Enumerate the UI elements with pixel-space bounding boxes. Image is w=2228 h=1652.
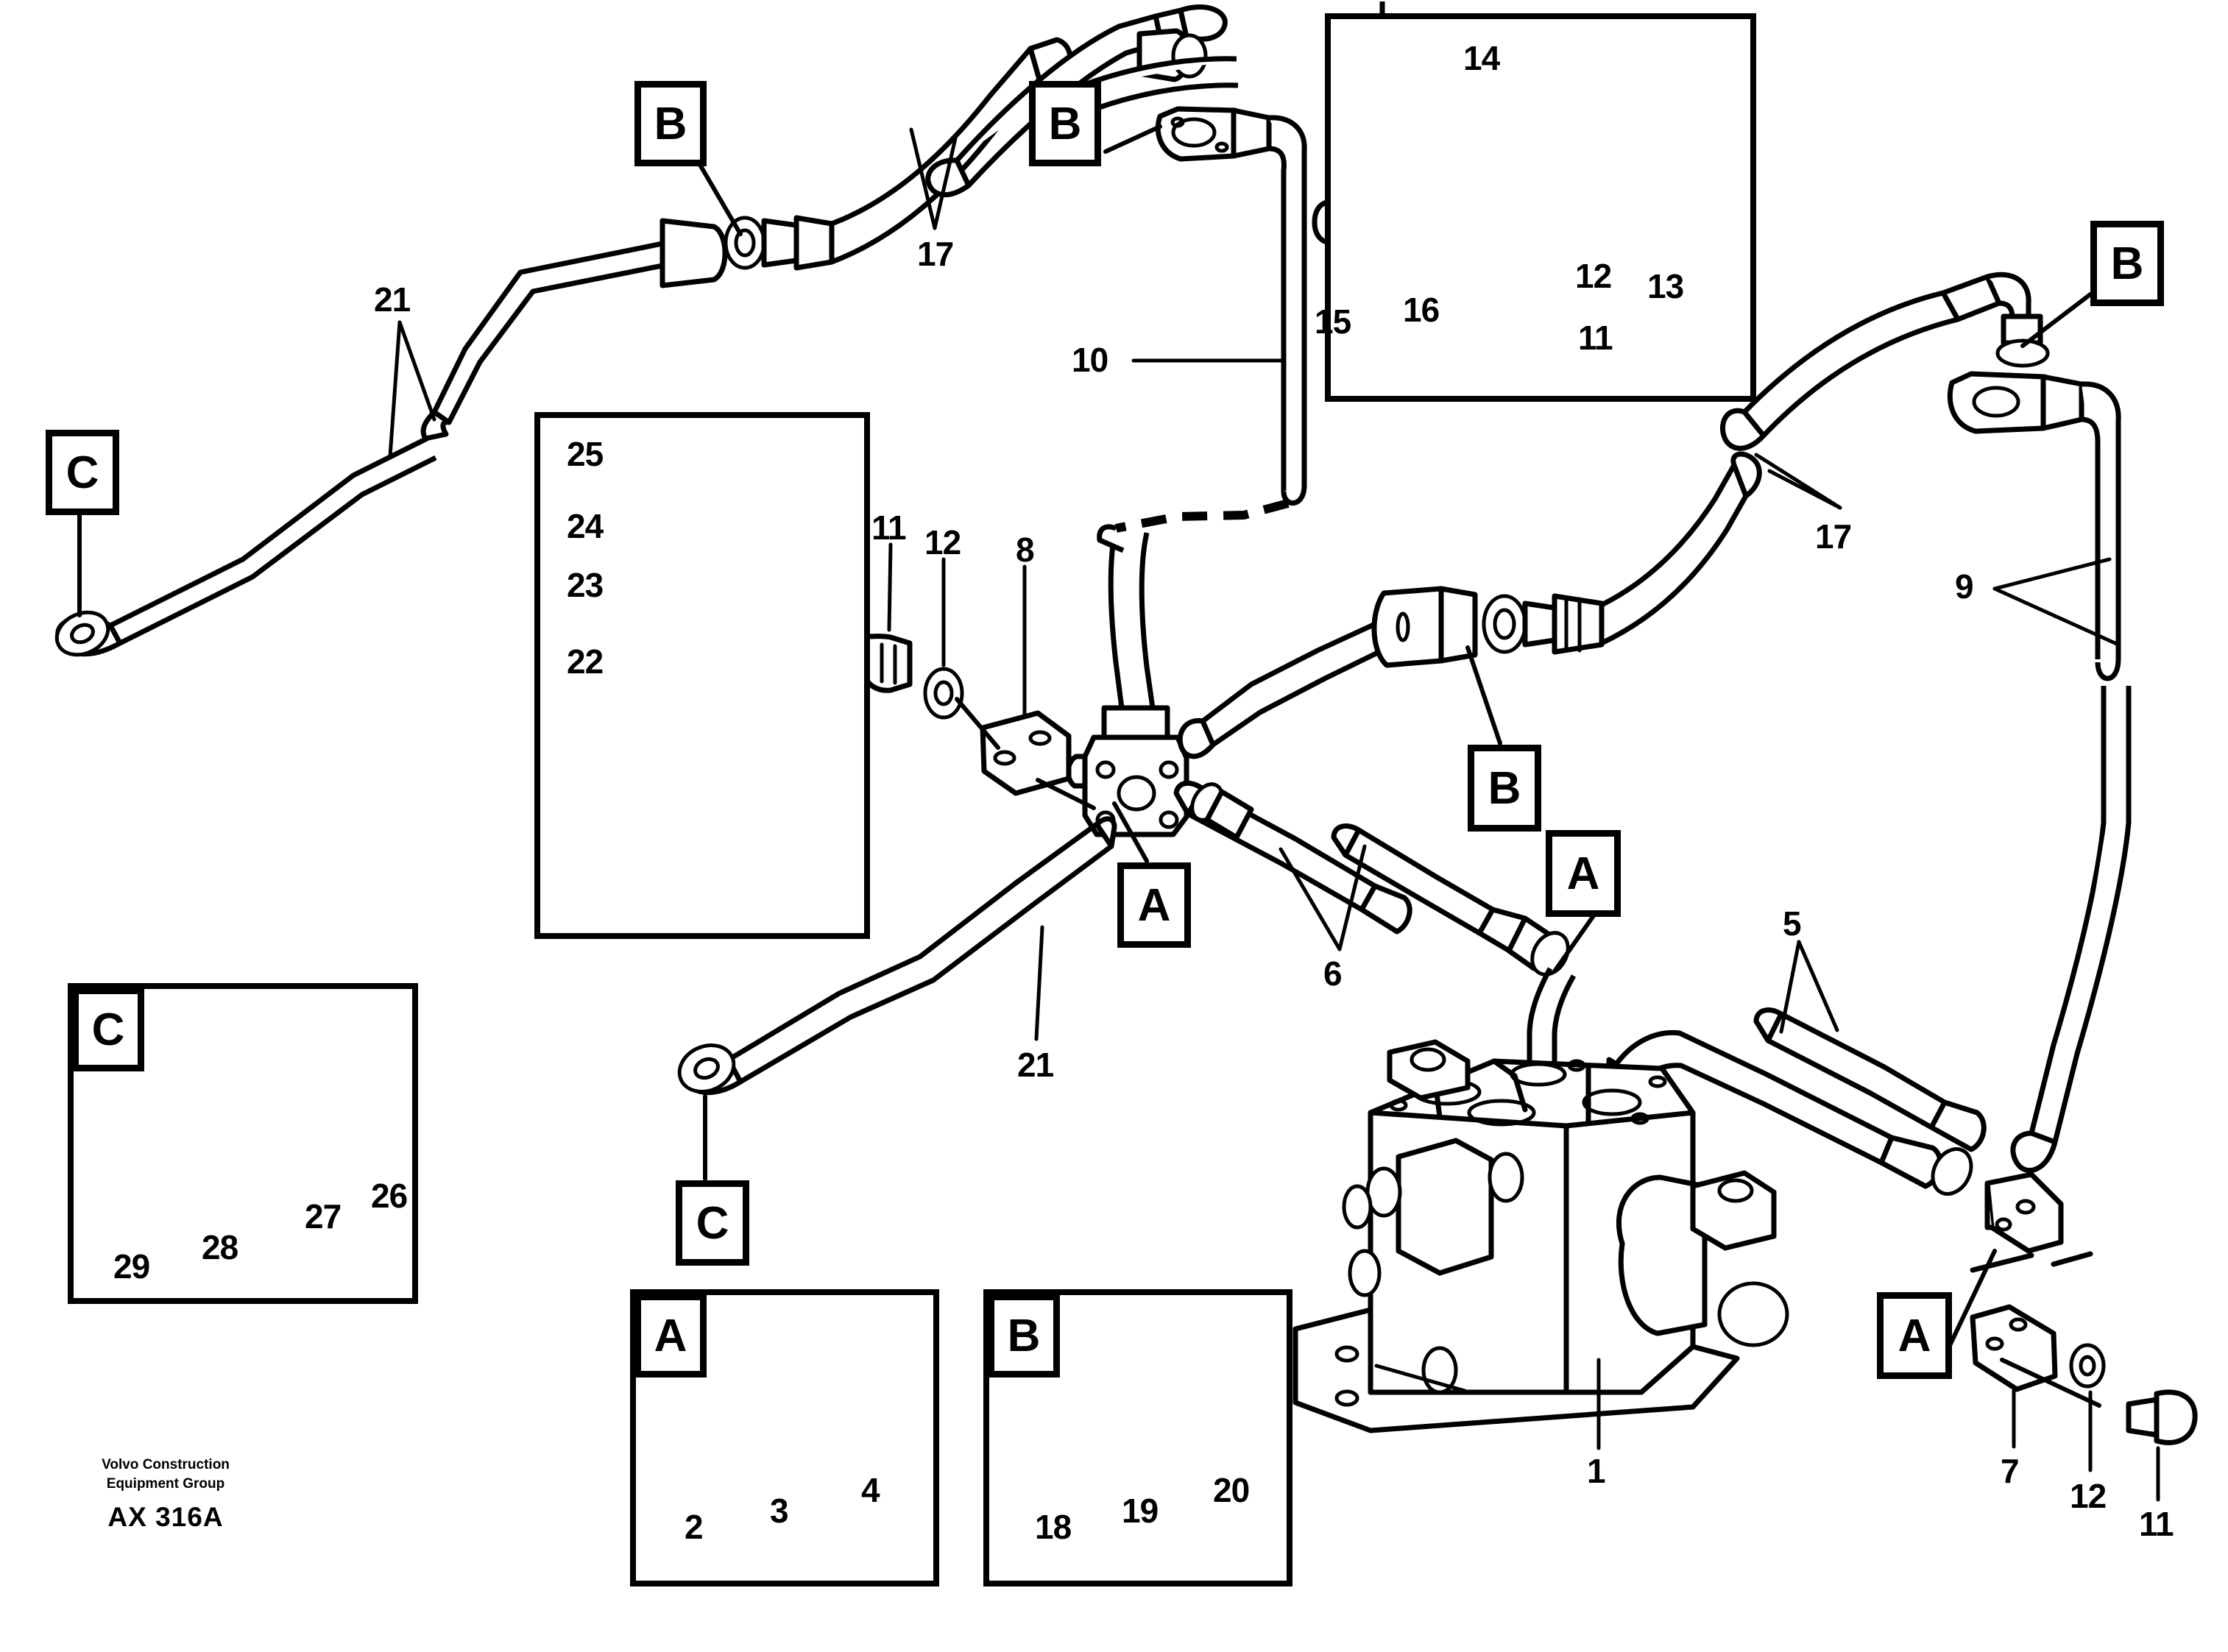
part-label-27: 27 <box>305 1197 342 1236</box>
callout-b-right-upper[interactable]: B <box>2090 221 2164 306</box>
part-label-13: 13 <box>1647 267 1684 305</box>
hose-6b <box>1331 823 1570 976</box>
part-label-25: 25 <box>567 435 604 473</box>
part-label-12-right: 12 <box>2070 1477 2107 1515</box>
c-detail-box <box>68 983 418 1304</box>
part-label-6: 6 <box>1323 954 1343 993</box>
flange-coupling-upper-left <box>659 215 835 288</box>
part-label-11-bracket-box: 11 <box>1578 319 1613 357</box>
part-label-12-bracket-box: 12 <box>1575 257 1612 295</box>
part-label-20: 20 <box>1213 1471 1250 1509</box>
hose-17-right <box>1720 272 2050 451</box>
callout-b-in-detail-box[interactable]: B <box>988 1294 1060 1378</box>
part-label-26: 26 <box>371 1177 408 1215</box>
clamp-detail-box <box>534 412 870 939</box>
part-label-21-top: 21 <box>374 280 411 319</box>
flange-top-center <box>1155 106 1307 199</box>
callout-a-in-detail-box[interactable]: A <box>634 1294 707 1378</box>
footer-block: Volvo Construction Equipment Group AX 31… <box>44 1456 287 1533</box>
part-label-9: 9 <box>1955 567 1974 606</box>
flange-pipe-9 <box>1947 371 2132 1173</box>
part-label-11-center: 11 <box>871 508 907 547</box>
pipe-10 <box>1281 174 1307 506</box>
drawing-code: AX 316A <box>107 1502 224 1533</box>
hose-6 <box>1173 780 1412 935</box>
part-label-29: 29 <box>113 1247 150 1286</box>
part-label-7: 7 <box>2001 1452 2020 1490</box>
leader-lines <box>388 127 2160 1502</box>
part-label-15: 15 <box>1315 302 1351 341</box>
part-label-4: 4 <box>861 1471 880 1509</box>
callout-b-top-left[interactable]: B <box>634 81 707 166</box>
part-label-14: 14 <box>1463 39 1500 77</box>
callout-a-center[interactable]: A <box>1117 862 1191 948</box>
swivel-block-center <box>1065 524 1189 837</box>
bracket-7 <box>1970 1171 2198 1445</box>
part-label-22: 22 <box>567 642 604 681</box>
hose-5b <box>1753 1007 1987 1152</box>
callout-b-mid-right[interactable]: B <box>1468 745 1541 832</box>
valve-block-1 <box>1292 1039 1789 1433</box>
pipe-21-upper <box>420 240 710 442</box>
bracket-detail-box <box>1325 13 1756 402</box>
part-label-28: 28 <box>202 1228 238 1266</box>
pipe-10-dashed-route <box>1114 499 1290 533</box>
part-label-12-center: 12 <box>924 523 961 561</box>
part-label-10: 10 <box>1072 341 1108 379</box>
callout-c-in-detail-box[interactable]: C <box>72 988 144 1071</box>
brand-line-2: Equipment Group <box>106 1475 225 1492</box>
part-label-3: 3 <box>770 1492 789 1530</box>
callout-a-mid-right[interactable]: A <box>1546 830 1621 917</box>
brand-line-1: Volvo Construction <box>102 1457 230 1472</box>
part-label-17-top: 17 <box>917 235 954 273</box>
part-label-8: 8 <box>1016 531 1035 569</box>
callout-b-top-center[interactable]: B <box>1029 81 1101 166</box>
hose-17-mid <box>1600 451 1762 646</box>
pipe-21-to-c <box>54 436 437 657</box>
part-label-21-lower: 21 <box>1017 1046 1054 1084</box>
part-label-11-right: 11 <box>2139 1505 2174 1543</box>
callout-c-lower-center[interactable]: C <box>676 1180 749 1266</box>
part-label-17-right: 17 <box>1815 517 1852 556</box>
callout-a-lower-right[interactable]: A <box>1877 1292 1952 1379</box>
part-label-23: 23 <box>567 566 604 604</box>
coupling-mid <box>1482 593 1605 655</box>
part-label-5: 5 <box>1783 904 1802 943</box>
part-label-16: 16 <box>1403 291 1440 329</box>
pipe-center-mid <box>1177 586 1478 759</box>
part-label-18: 18 <box>1035 1508 1072 1546</box>
part-label-19: 19 <box>1122 1492 1159 1530</box>
part-label-24: 24 <box>567 507 604 545</box>
part-label-1: 1 <box>1587 1452 1606 1490</box>
pipe-21-lower <box>677 816 1117 1096</box>
part-label-2: 2 <box>685 1508 704 1546</box>
callout-c-upper-left[interactable]: C <box>46 430 119 515</box>
